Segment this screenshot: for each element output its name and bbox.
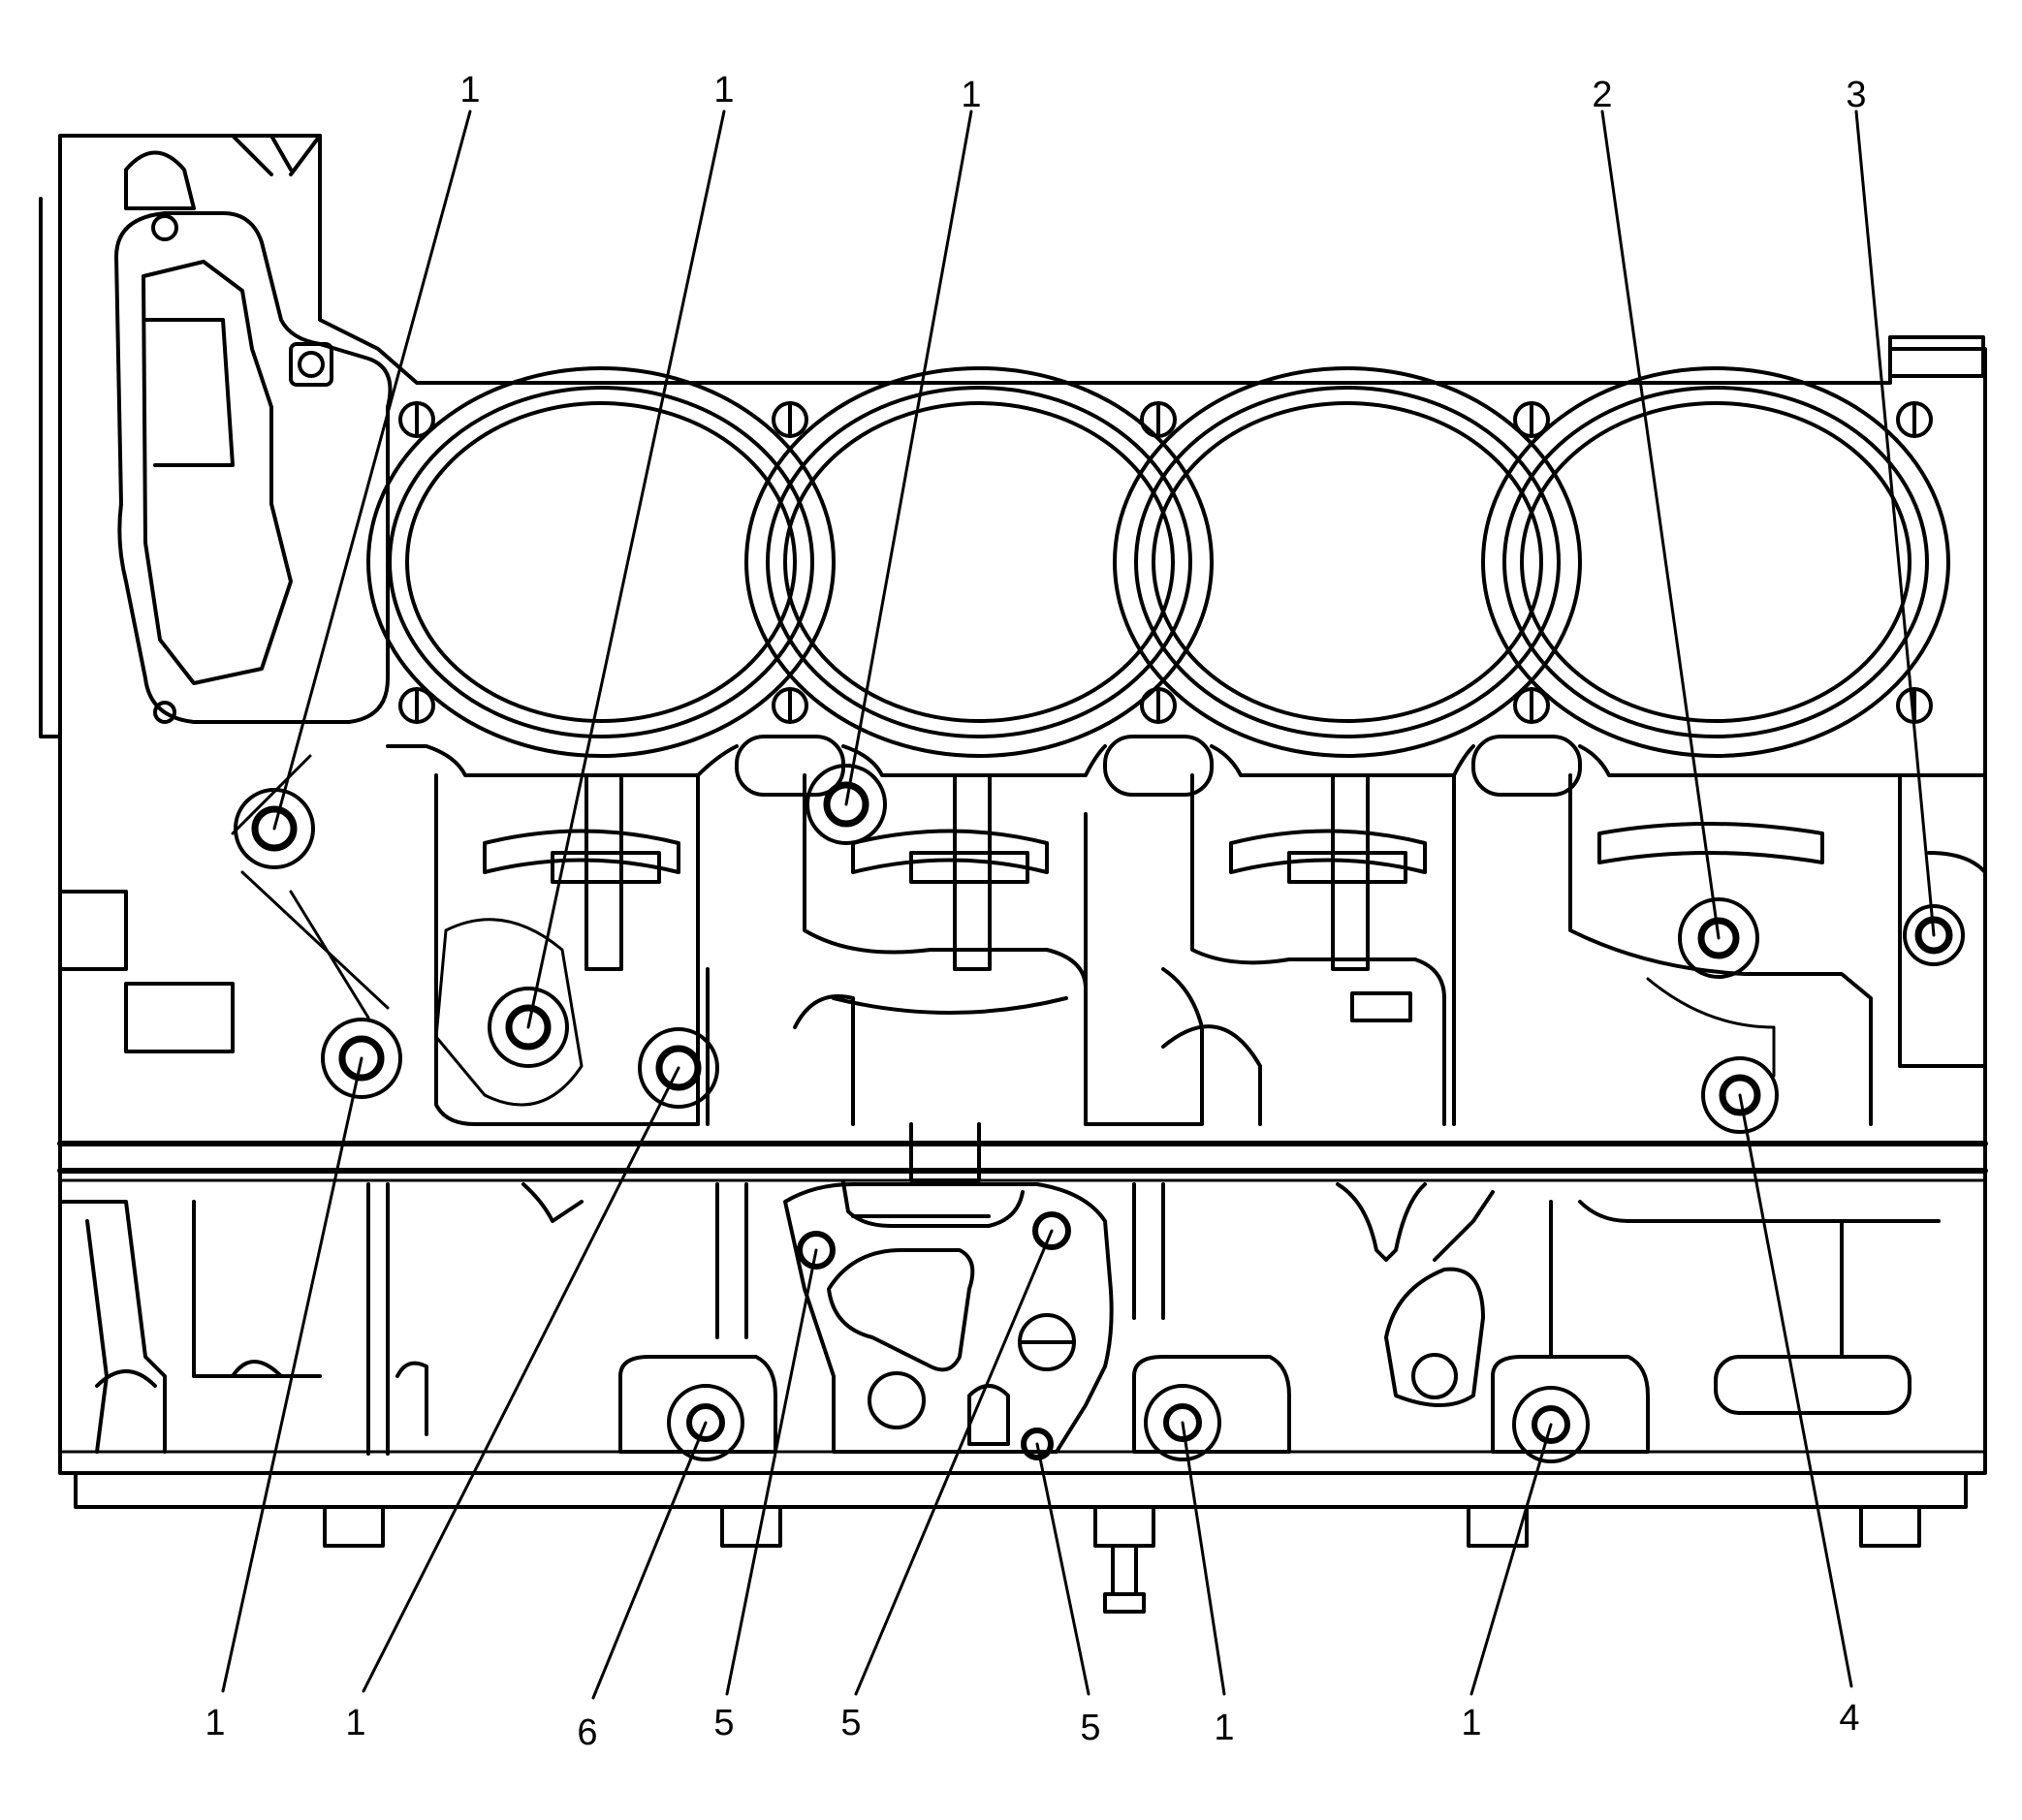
callout-label: 1 <box>459 70 480 110</box>
cylinder-bores <box>366 366 1950 758</box>
callout-label: 6 <box>577 1712 597 1753</box>
callout-label: 1 <box>345 1703 365 1743</box>
block-outline <box>39 134 1988 1509</box>
lower-bosses <box>366 1182 1941 1456</box>
callout-label: 1 <box>205 1703 225 1743</box>
callout-labels: 1 1 1 2 3 1 1 6 5 5 5 1 1 4 <box>205 70 1866 1753</box>
oil-pump-pad <box>783 1180 1114 1454</box>
fasteners <box>231 754 1965 1463</box>
pan-bolts <box>323 1505 1921 1614</box>
callout-label: 5 <box>1080 1708 1100 1748</box>
callout-label: 1 <box>1214 1708 1234 1748</box>
callout-label: 1 <box>961 75 981 115</box>
callout-label: 5 <box>713 1703 734 1743</box>
callout-label: 2 <box>1592 75 1612 115</box>
callout-label: 5 <box>840 1703 861 1743</box>
front-cover <box>58 134 393 1454</box>
callout-label: 4 <box>1839 1698 1859 1739</box>
head-bolt-holes <box>398 401 1933 797</box>
callout-label: 1 <box>1461 1703 1481 1743</box>
deck-face <box>386 744 1987 777</box>
callout-label: 3 <box>1846 75 1866 115</box>
callout-label: 1 <box>713 70 734 110</box>
crankcase-bays <box>434 773 1987 1182</box>
leader-lines <box>221 110 1936 1700</box>
